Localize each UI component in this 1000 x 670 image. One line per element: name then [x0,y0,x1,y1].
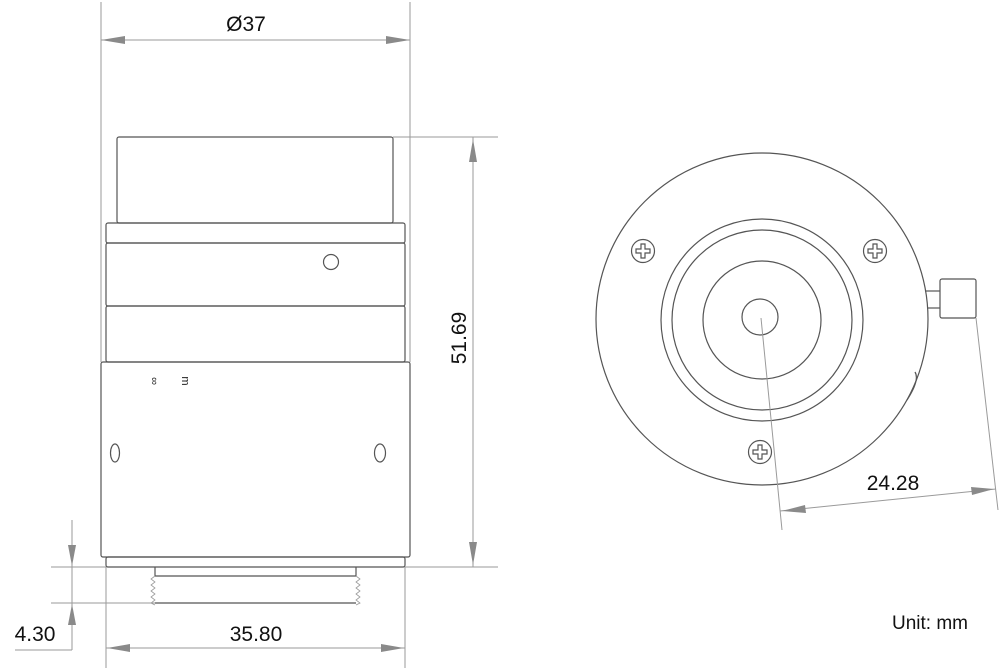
side-notch [906,371,917,401]
locking-knob [925,278,977,319]
infinity-mark: ∞ [148,377,160,385]
mount-width-dimension: 35.80 [105,567,406,668]
diameter-label: Ø37 [226,13,266,36]
mount-width-label: 35.80 [230,623,283,646]
body-hole-right [373,443,387,463]
screw-top-right [862,238,888,264]
flange-dimension: 4.30 [15,520,155,651]
ring-band-3 [105,305,406,363]
ring-band-2 [105,242,406,307]
screw-bottom [747,439,773,465]
screw-top-left [630,238,656,264]
length-label: 51.69 [448,312,471,365]
knob-offset-dimension: 24.28 [760,317,999,531]
front-view [595,152,977,486]
main-body [100,361,411,558]
c-mount-thread [150,567,361,606]
outer-flange [595,152,929,486]
rear-ring [105,556,406,568]
aperture [741,298,779,336]
set-screw-hole [322,253,340,271]
lens-element [702,260,822,380]
ring-band-1 [105,222,406,244]
flange-label: 4.30 [15,623,56,646]
front-ring-inner [671,229,853,411]
knob-offset-label: 24.28 [867,472,920,495]
diameter-dimension: Ø37 [100,2,411,362]
body-hole-left [109,443,121,463]
meter-mark: m [179,376,191,385]
front-cap [116,136,394,224]
front-ring-outer [660,218,864,422]
length-dimension: 51.69 [393,136,498,568]
side-view: ∞ m [100,136,411,606]
unit-label: Unit: mm [892,613,968,634]
